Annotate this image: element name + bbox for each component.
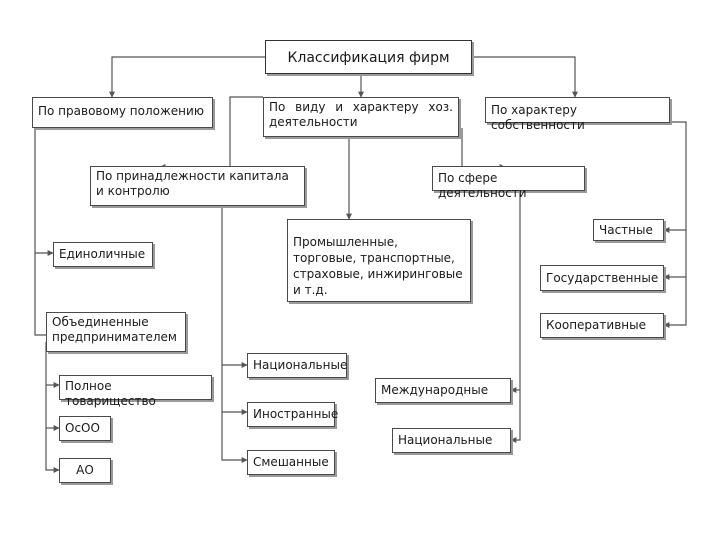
legal-united: Объединенные предпринимателем (46, 312, 186, 352)
ownership-state: Государственные (540, 265, 664, 291)
category-sphere: По сфере деятельности (432, 166, 585, 200)
capital-mixed: Смешанные (247, 450, 335, 475)
legal-jsc: АО (59, 458, 111, 483)
sphere-national: Национальные (392, 428, 511, 453)
legal-llc: ОсОО (59, 416, 111, 441)
category-activity-type: По виду и характеру хоз. деятельности (263, 97, 459, 137)
diagram-title: Классификация фирм (265, 40, 472, 74)
ownership-cooperative: Кооперативные (540, 313, 664, 338)
category-ownership: По характеру собственности (485, 97, 670, 132)
capital-national: Национальные (247, 353, 347, 378)
activity-types: Промышленные, торговые, транспортные, ст… (287, 219, 471, 302)
category-capital-control: По принадлежности капитала и контролю (90, 166, 305, 206)
ownership-private: Частные (593, 219, 664, 241)
capital-foreign: Иностранные (247, 402, 338, 427)
category-legal-status: По правовому положению (32, 97, 213, 128)
legal-full-partnership: Полное товарищество (59, 375, 212, 408)
sphere-international: Международные (375, 378, 511, 403)
legal-sole: Единоличные (53, 242, 153, 267)
